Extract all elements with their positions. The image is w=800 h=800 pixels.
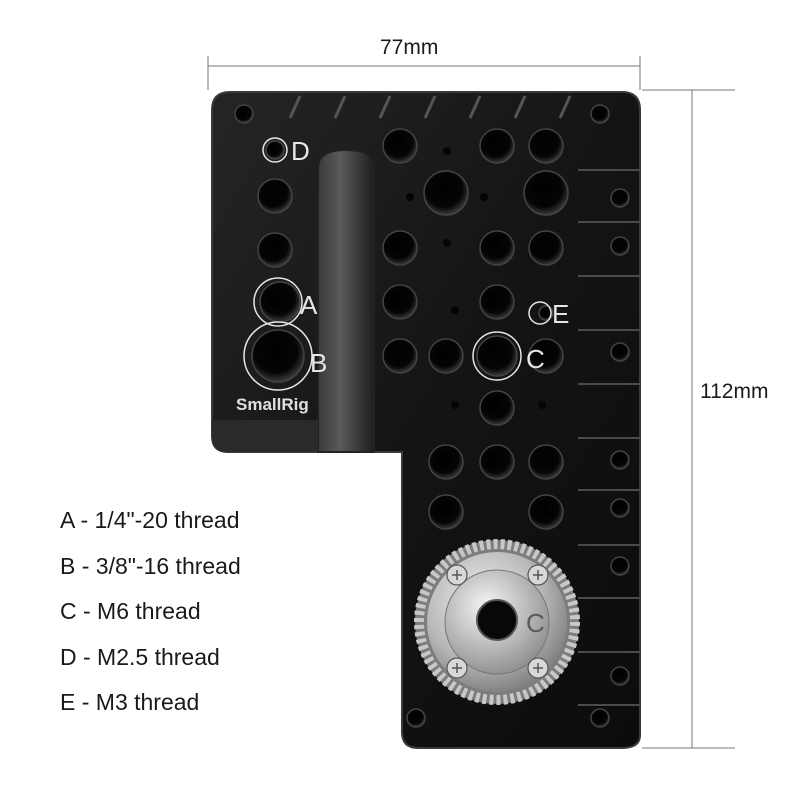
legend-item-a: A - 1/4"-20 thread <box>60 507 240 533</box>
legend-item-d: D - M2.5 thread <box>60 643 220 670</box>
arri-rosette <box>414 539 580 705</box>
legend-item-e: E - M3 thread <box>60 689 200 715</box>
threaded-holes <box>234 104 630 728</box>
width-dimension <box>207 56 641 90</box>
marker-a: A <box>300 290 318 320</box>
width-label: 77mm <box>380 36 439 59</box>
legend-item-b: B - 3/8"-16 thread <box>60 552 241 579</box>
marker-b: B <box>310 348 327 378</box>
height-dimension <box>642 89 735 749</box>
thread-legend: A - 1/4"-20 thread B - 3/8"-16 thread C … <box>60 505 241 733</box>
marker-c: C <box>526 344 545 374</box>
marker-rosette-c: C <box>526 608 545 638</box>
marker-d: D <box>291 136 310 166</box>
small-holes <box>406 147 546 409</box>
height-label: 112mm <box>700 380 769 403</box>
hole-marker-rings <box>243 137 552 391</box>
marker-e: E <box>552 299 569 329</box>
legend-item-c: C - M6 thread <box>60 598 201 624</box>
brand-logo: SmallRig <box>236 395 309 414</box>
